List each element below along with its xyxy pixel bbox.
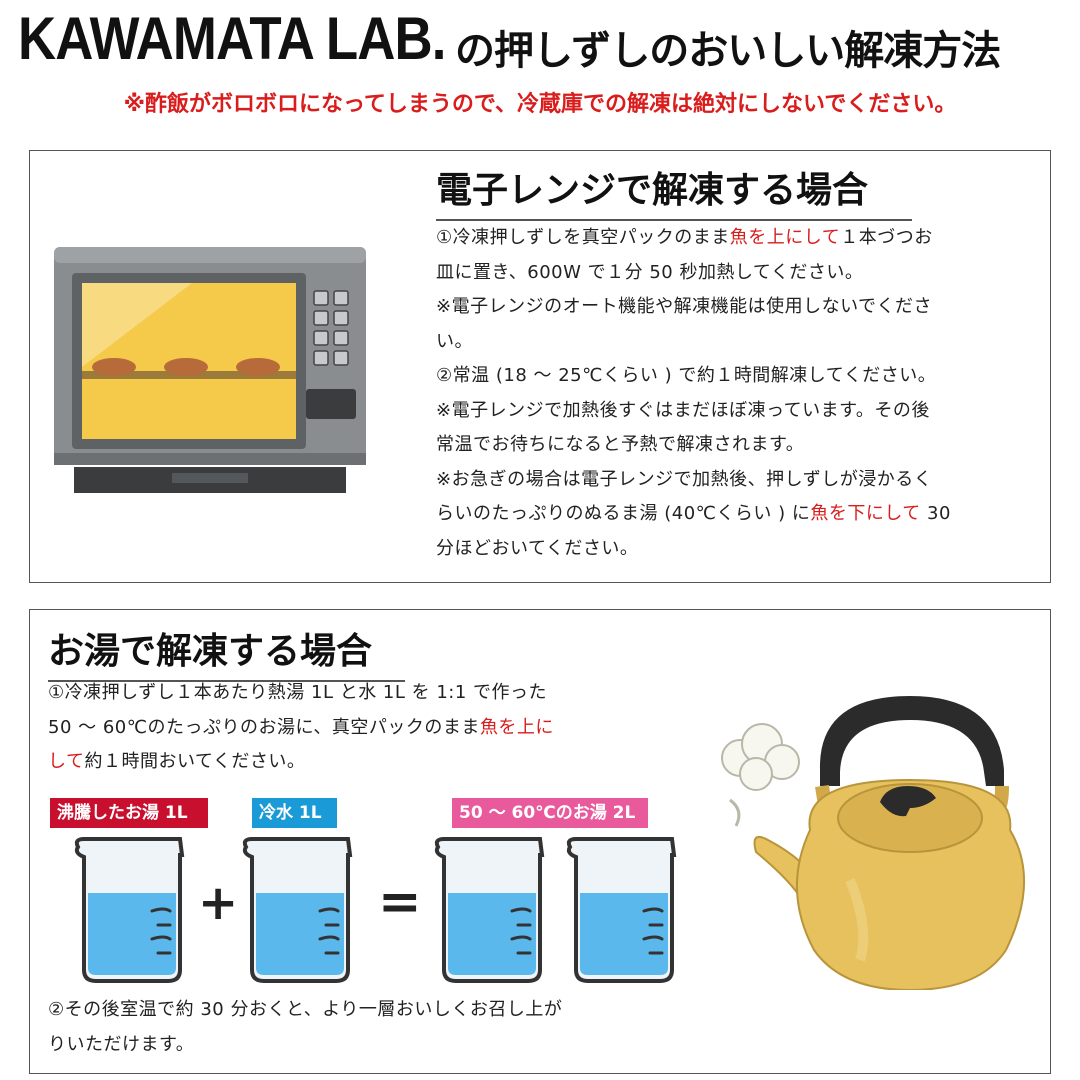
hotwater-step2: ②その後室温で約 30 分おくと、より一層おいしくお召し上がりいただけます。 <box>48 993 668 1062</box>
text-span: い。 <box>436 330 473 352</box>
text-line: 50 ～ 60℃のたっぷりのお湯に、真空パックのまま魚を上に <box>48 711 648 746</box>
text-line: らいのたっぷりのぬるま湯 (40℃くらい ) に魚を下にして 30 <box>436 497 1036 532</box>
steam-icon <box>721 723 800 791</box>
text-line: りいただけます。 <box>48 1028 668 1063</box>
text-line: ②常温 (18 ～ 25℃くらい ) で約１時間解凍してください。 <box>436 359 1036 394</box>
text-span: 常温でお待ちになると予熱で解凍されます。 <box>436 434 805 455</box>
microwave-instructions: ①冷凍押しずしを真空パックのまま魚を上にして１本づつお皿に置き、600W で１分… <box>436 221 1036 566</box>
highlight-text: 魚を上にして <box>729 227 841 248</box>
title-row: KAWAMATA LAB. の押しずしのおいしい解凍方法 <box>0 0 1080 80</box>
hotwater-step1: ①冷凍押しずし１本あたり熱湯 1L と水 1L を 1:1 で作った 50 ～ 6… <box>48 676 648 780</box>
kettle-icon <box>721 696 1025 990</box>
hotwater-heading: お湯で解凍する場合 <box>48 622 405 682</box>
text-line: ※電子レンジで加熱後すぐはまだほぼ凍っています。その後 <box>436 394 1036 429</box>
mixed-water-label: 50 ～ 60℃のお湯 2L <box>452 798 648 828</box>
beaker-icon <box>434 837 545 983</box>
beaker-icon <box>242 837 353 983</box>
brand-logo: KAWAMATA LAB. <box>18 5 446 72</box>
text-line: ①冷凍押しずしを真空パックのまま魚を上にして１本づつお <box>436 221 1036 256</box>
text-span: ②その後室温で約 30 分おくと、より一層おいしくお召し上が <box>48 999 563 1020</box>
text-line: 分ほどおいてください。 <box>436 532 1036 567</box>
text-span: ※電子レンジのオート機能や解凍機能は使用しないでくださ <box>436 296 933 317</box>
text-line: ※電子レンジのオート機能や解凍機能は使用しないでくださ <box>436 290 1036 325</box>
text-line: 皿に置き、600W で１分 50 秒加熱してください。 <box>436 256 1036 291</box>
text-span: 皿に置き、600W で１分 50 秒加熱してください。 <box>436 261 864 283</box>
text-line: ①冷凍押しずし１本あたり熱湯 1L と水 1L を 1:1 で作った <box>48 676 648 711</box>
warning-text: ※酢飯がボロボロになってしまうので、冷蔵庫での解凍は絶対にしないでください。 <box>123 92 957 117</box>
text-span: 分ほどおいてください。 <box>436 537 639 559</box>
text-span: 30 <box>920 503 951 524</box>
beaker-icon <box>74 837 185 983</box>
text-line: い。 <box>436 325 1036 360</box>
text-span: １本づつお <box>840 227 933 248</box>
text-span: ※電子レンジで加熱後すぐはまだほぼ凍っています。その後 <box>436 399 930 421</box>
text-span: 50 ～ 60℃のたっぷりのお湯に、真空パックのまま <box>48 716 480 738</box>
microwave-oven-icon <box>54 247 366 493</box>
text-span: ※お急ぎの場合は電子レンジで加熱後、押しずしが浸かるく <box>436 468 933 490</box>
plus-sign: + <box>198 875 239 931</box>
text-span: ①冷凍押しずしを真空パックのまま <box>436 227 730 248</box>
text-line: して約１時間おいてください。 <box>48 745 648 780</box>
text-span: りいただけます。 <box>48 1033 195 1055</box>
equals-sign: = <box>378 872 422 932</box>
text-line: ②その後室温で約 30 分おくと、より一層おいしくお召し上が <box>48 993 668 1028</box>
text-span: ①冷凍押しずし１本あたり熱湯 1L と水 1L を 1:1 で作った <box>48 682 548 703</box>
microwave-section: 電子レンジで解凍する場合 ①冷凍押しずしを真空パックのまま魚を上にして１本づつお… <box>29 150 1051 583</box>
text-line: ※お急ぎの場合は電子レンジで加熱後、押しずしが浸かるく <box>436 463 1036 498</box>
text-span: 約１時間おいてください。 <box>84 751 306 772</box>
boiling-water-label: 沸騰したお湯 1L <box>50 798 208 828</box>
microwave-heading: 電子レンジで解凍する場合 <box>436 161 912 221</box>
cold-water-label: 冷水 1L <box>252 798 337 828</box>
text-span: らいのたっぷりのぬるま湯 (40℃くらい ) に <box>436 503 811 524</box>
highlight-text: 魚を下にして <box>810 503 921 524</box>
hotwater-section: お湯で解凍する場合 ①冷凍押しずし１本あたり熱湯 1L と水 1L を 1:1 … <box>29 609 1051 1074</box>
page-title: の押しずしのおいしい解凍方法 <box>455 28 1001 74</box>
highlight-text: 魚を上に <box>479 716 554 738</box>
text-line: 常温でお待ちになると予熱で解凍されます。 <box>436 428 1036 463</box>
highlight-text: して <box>48 751 85 772</box>
text-span: ②常温 (18 ～ 25℃くらい ) で約１時間解凍してください。 <box>436 365 937 386</box>
beaker-icon <box>566 837 677 983</box>
